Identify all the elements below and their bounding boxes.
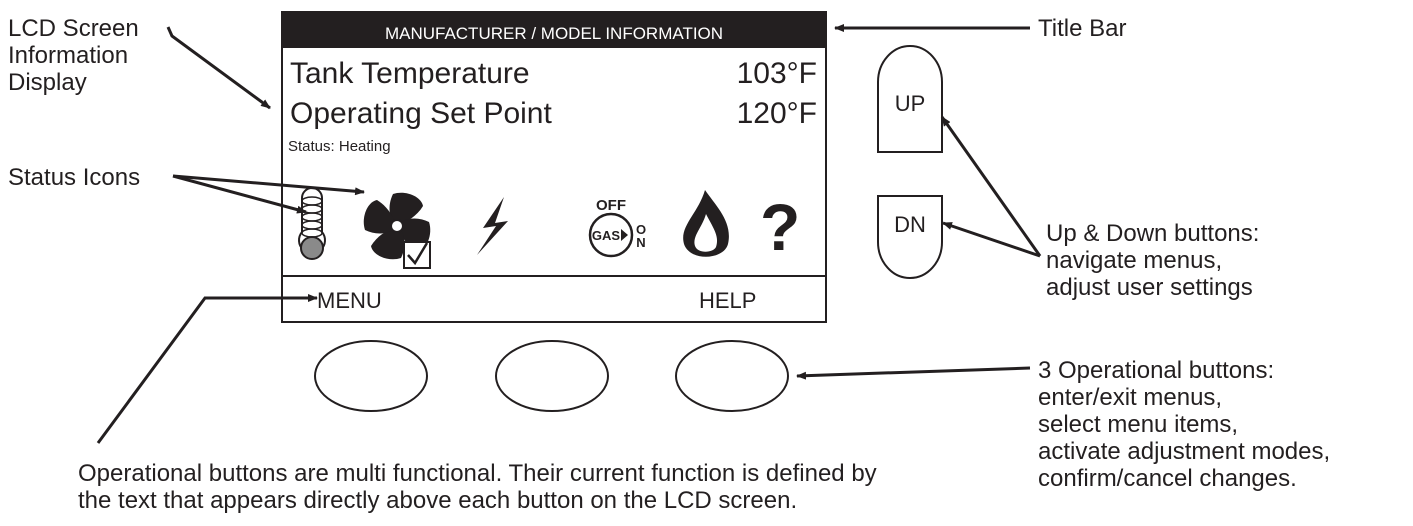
status-icons-leader-fan xyxy=(172,174,365,196)
down-button-shape xyxy=(877,195,943,279)
gas-valve-gas-label: GAS xyxy=(592,228,621,243)
set-point-label: Operating Set Point xyxy=(290,97,552,130)
set-point-value: 120°F xyxy=(736,97,817,130)
callout-up-down-buttons: Up & Down buttons: navigate menus, adjus… xyxy=(1046,220,1260,301)
callout-title-bar: Title Bar xyxy=(1038,15,1127,42)
callout-operational-buttons: 3 Operational buttons: enter/exit menus,… xyxy=(1038,357,1331,492)
operational-button-middle[interactable] xyxy=(496,341,608,411)
gas-valve-icon: OFF GAS O N xyxy=(588,197,646,258)
softkey-help-label: HELP xyxy=(699,288,757,313)
lcd-screen-leader xyxy=(166,26,271,110)
down-button[interactable]: DN xyxy=(894,212,926,237)
status-icons-leader-thermometer xyxy=(172,174,307,214)
question-mark-icon: ? xyxy=(760,190,801,264)
softkey-menu-label: MENU xyxy=(317,288,382,313)
gas-valve-on-label-o: O xyxy=(636,222,646,237)
flame-icon xyxy=(683,190,729,257)
operational-button-right-shape xyxy=(675,340,789,412)
tank-temperature-label: Tank Temperature xyxy=(290,57,530,90)
lightning-icon xyxy=(477,197,508,255)
lcd-title-bar xyxy=(282,12,826,48)
gas-valve-on-label-n: N xyxy=(636,235,645,250)
operational-button-middle-shape xyxy=(495,340,609,412)
operational-button-left[interactable] xyxy=(315,341,427,411)
operational-button-left-shape xyxy=(314,340,428,412)
up-button-leader xyxy=(940,116,1042,257)
lcd-screen-frame xyxy=(281,11,827,323)
operational-button-right[interactable] xyxy=(676,341,788,411)
lcd-title-bar-text: MANUFACTURER / MODEL INFORMATION xyxy=(384,24,724,43)
tank-temperature-value: 103°F xyxy=(736,57,817,90)
callout-lcd-screen: LCD Screen Information Display xyxy=(8,15,139,96)
callout-status-icons: Status Icons xyxy=(8,164,141,191)
status-line: Status: Heating xyxy=(288,138,391,155)
gas-valve-off-label: OFF xyxy=(596,197,626,214)
up-button[interactable]: UP xyxy=(894,91,926,116)
checkbox-checked-icon xyxy=(403,241,431,269)
up-button-shape xyxy=(877,45,943,153)
down-button-leader xyxy=(942,221,1041,258)
callout-operational-note: Operational buttons are multi functional… xyxy=(78,460,877,514)
menu-leader xyxy=(96,294,318,444)
thermometer-icon xyxy=(298,187,326,260)
operational-buttons-leader xyxy=(796,366,1031,380)
